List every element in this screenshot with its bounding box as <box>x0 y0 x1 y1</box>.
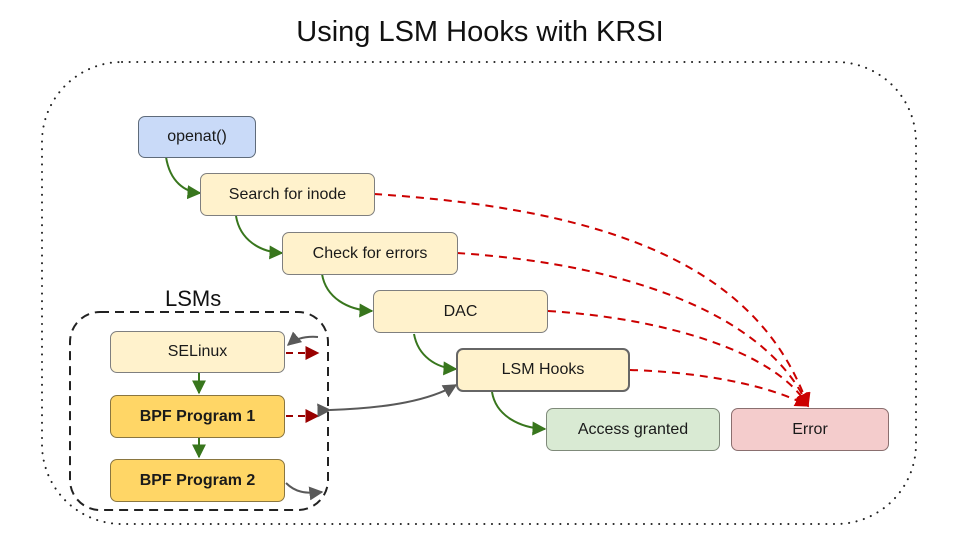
node-error: Error <box>731 408 889 451</box>
node-bpf-program-1: BPF Program 1 <box>110 395 285 438</box>
edge-bpf2-return <box>285 482 324 501</box>
edge-search-to-check <box>235 215 284 260</box>
lsm-group-boundary <box>69 311 329 511</box>
node-search-inode: Search for inode <box>200 173 375 216</box>
edge-lsms-to-selinux <box>286 331 319 346</box>
node-openat: openat() <box>138 116 256 158</box>
node-selinux: SELinux <box>110 331 285 373</box>
node-check-errors: Check for errors <box>282 232 458 275</box>
edge-hooks-to-granted <box>491 391 547 436</box>
edge-openat-to-search <box>165 156 202 200</box>
node-bpf-program-2: BPF Program 2 <box>110 459 285 502</box>
diagram-title: Using LSM Hooks with KRSI <box>296 16 664 48</box>
edge-dac-to-hooks <box>413 333 458 376</box>
kernel-boundary <box>41 61 917 525</box>
edge-hooks-to-error <box>629 369 810 407</box>
node-lsm-hooks: LSM Hooks <box>456 348 630 392</box>
edge-check-to-dac <box>321 273 374 318</box>
edge-hooks-to-lsms <box>317 384 458 418</box>
node-access-granted: Access granted <box>546 408 720 451</box>
edge-dac-to-error <box>547 310 809 408</box>
lsm-group-label: LSMs <box>165 286 222 311</box>
edge-check-to-error <box>456 252 810 408</box>
edge-search-to-error <box>373 193 811 408</box>
node-dac: DAC <box>373 290 548 333</box>
